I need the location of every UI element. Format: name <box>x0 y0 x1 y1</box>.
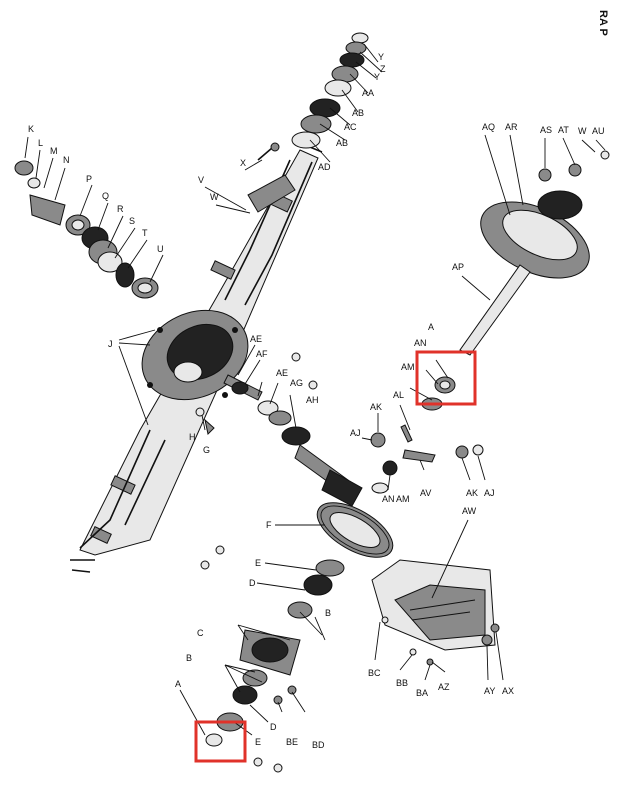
callout-J: J <box>108 339 113 349</box>
crown-wheel <box>316 502 394 558</box>
callout-AN: AN <box>414 338 427 348</box>
callout-T: T <box>142 228 148 238</box>
callout-AB-second: AB <box>336 138 348 148</box>
callout-BD: BD <box>312 740 325 750</box>
callout-AK-second: AK <box>466 488 478 498</box>
callout-E: E <box>255 558 261 568</box>
callout-Y-second: Y <box>374 72 380 82</box>
rear-cover-plate <box>371 559 500 666</box>
callout-R: R <box>117 204 124 214</box>
callout-D: D <box>249 578 256 588</box>
shaft-small-parts <box>370 376 484 494</box>
callout-BA: BA <box>416 688 428 698</box>
breather-parts <box>195 407 215 436</box>
callout-S: S <box>129 216 135 226</box>
callout-G: G <box>203 445 210 455</box>
callout-A-right: A <box>428 322 434 332</box>
callout-BB: BB <box>396 678 408 688</box>
callout-E-second: E <box>255 737 261 747</box>
callout-AR: AR <box>505 122 518 132</box>
callout-AL: AL <box>393 390 404 400</box>
callout-AG: AG <box>290 378 303 388</box>
callout-K: K <box>28 124 34 134</box>
callout-F: F <box>266 520 272 530</box>
callout-W: W <box>210 192 219 202</box>
callout-AM-second: AM <box>396 494 410 504</box>
callout-Z: Z <box>380 64 386 74</box>
callout-AA: AA <box>362 88 374 98</box>
callout-X: X <box>240 158 246 168</box>
callout-AK: AK <box>370 402 382 412</box>
highlight-box-seal-lower <box>194 720 247 763</box>
callout-W-right: W <box>578 126 587 136</box>
callout-AF: AF <box>256 349 268 359</box>
callout-AJ: AJ <box>350 428 361 438</box>
callout-M: M <box>50 146 58 156</box>
callout-U: U <box>157 244 164 254</box>
callout-AE-second: AE <box>276 368 288 378</box>
callout-BE: BE <box>286 737 298 747</box>
callout-H: H <box>189 432 196 442</box>
callout-L: L <box>38 138 43 148</box>
callout-AQ: AQ <box>482 122 495 132</box>
callout-AY: AY <box>484 686 495 696</box>
corner-title: RA P <box>597 10 609 36</box>
callout-Y: Y <box>378 52 384 62</box>
callout-AC: AC <box>344 122 357 132</box>
callout-Q: Q <box>102 191 109 201</box>
callout-AB: AB <box>352 108 364 118</box>
callout-B: B <box>186 653 192 663</box>
leader-lines <box>24 43 606 736</box>
callout-AH: AH <box>306 395 319 405</box>
highlight-box-seal-upper <box>415 350 477 406</box>
callout-AJ-second: AJ <box>484 488 495 498</box>
callout-AP: AP <box>452 262 464 272</box>
callout-AW: AW <box>462 506 477 516</box>
callout-P: P <box>86 174 92 184</box>
callout-AU: AU <box>592 126 605 136</box>
differential-assembly <box>200 545 345 773</box>
callout-AV: AV <box>420 488 431 498</box>
callout-AN-second: AN <box>382 494 395 504</box>
pinion-assembly <box>223 352 363 507</box>
callout-B-second: B <box>325 608 331 618</box>
callout-AE: AE <box>250 334 262 344</box>
axle-housing <box>70 144 323 573</box>
callout-AX: AX <box>502 686 514 696</box>
upper-bearing-stack <box>247 32 369 213</box>
callout-labels: K L M N P Q R S T U V W X Y Z Y AA AB AC… <box>28 52 605 750</box>
callout-AD: AD <box>318 162 331 172</box>
callout-AT: AT <box>558 125 569 135</box>
callout-AM: AM <box>401 362 415 372</box>
callout-BC: BC <box>368 668 381 678</box>
callout-A: A <box>175 679 181 689</box>
callout-AZ: AZ <box>438 682 450 692</box>
left-hub-parts <box>14 160 159 299</box>
callout-AS: AS <box>540 125 552 135</box>
callout-D-second: D <box>270 722 277 732</box>
callout-N: N <box>63 155 70 165</box>
callout-C: C <box>197 628 204 638</box>
callout-V: V <box>198 175 204 185</box>
brake-drum-assembly <box>459 150 610 356</box>
